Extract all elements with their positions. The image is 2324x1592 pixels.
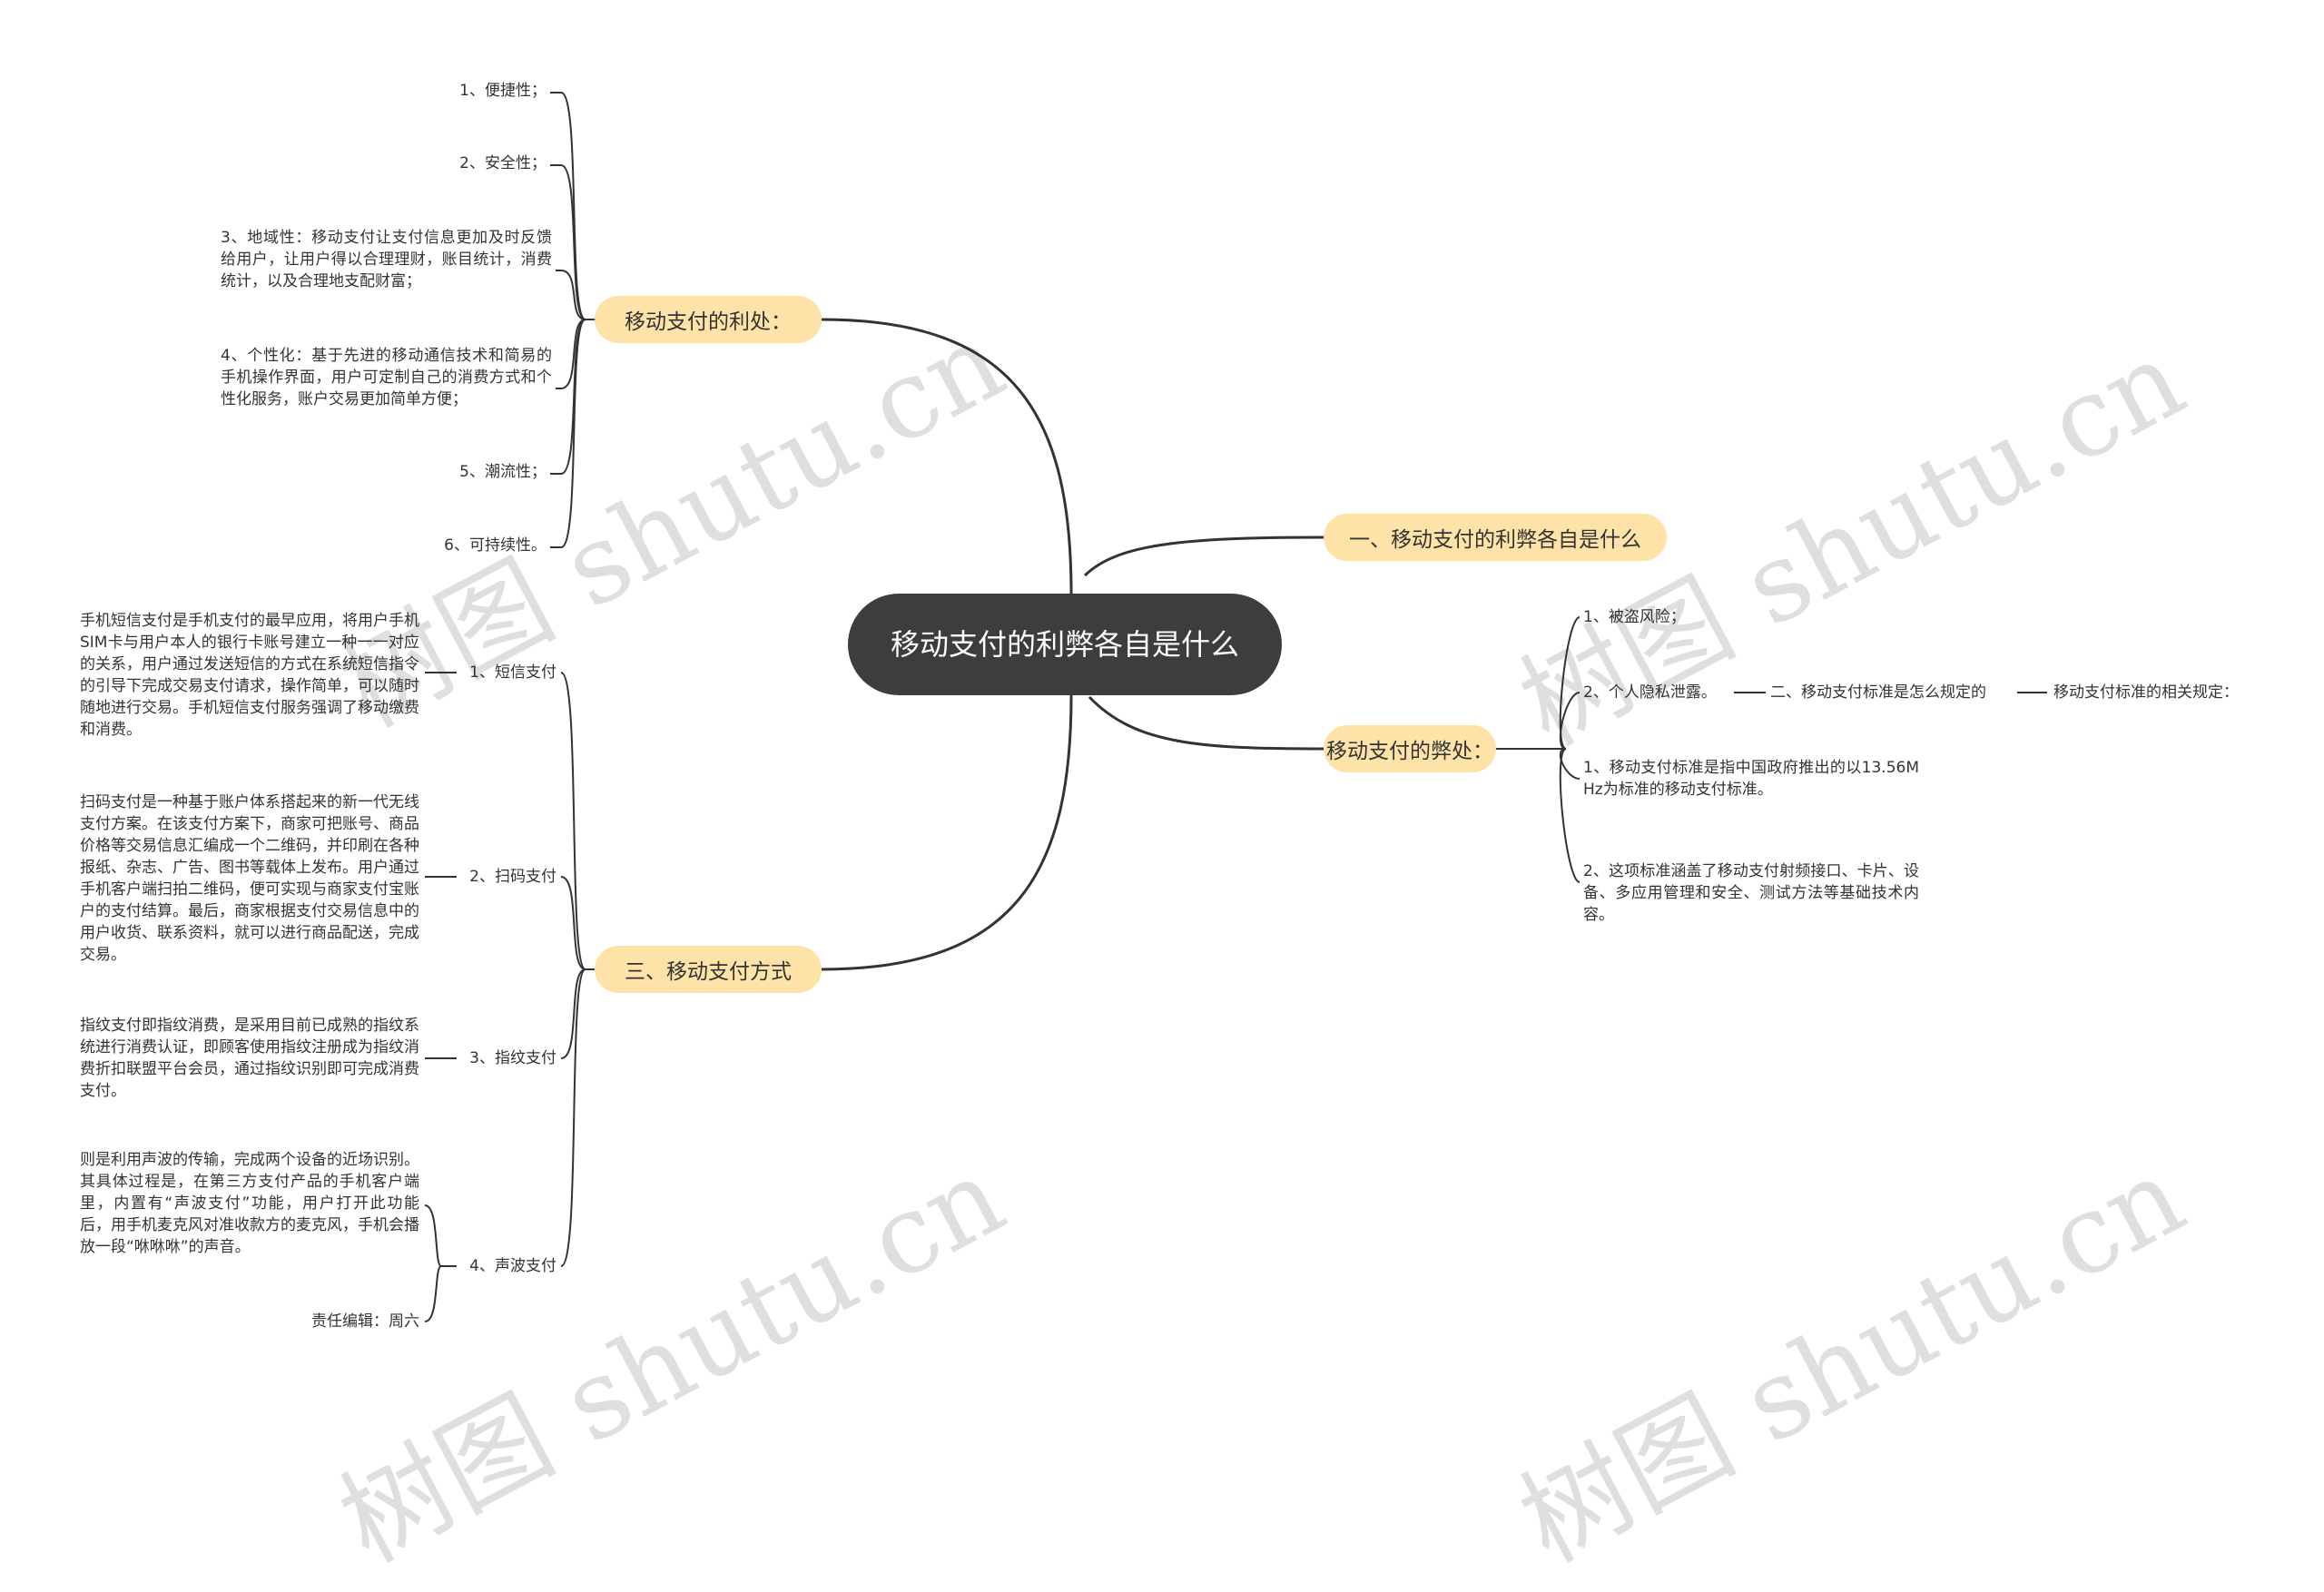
method-sms-label: 1、短信支付 [469,663,556,682]
standard-point: 2、这项标准涵盖了移动支付射频接口、卡片、设备、多应用管理和安全、测试方法等基础… [1583,862,1919,924]
advantage-item: 5、潮流性； [459,463,547,481]
advantage-item: 3、地域性：移动支付让支付信息更加及时反馈给用户，让用户得以合理理财，账目统计，… [221,229,552,290]
method-fingerprint-desc: 指纹支付即指纹消费，是采用目前已成熟的指纹系统进行消费认证，即顾客使用指纹注册成… [80,1017,419,1100]
editor-credit: 责任编辑：周六 [311,1312,419,1331]
branch-intro[interactable]: 一、移动支付的利弊各自是什么 [1324,514,1667,561]
branch-advantages[interactable]: 移动支付的利处： [595,296,822,343]
method-sound-label: 4、声波支付 [469,1257,556,1275]
branch-methods[interactable]: 三、移动支付方式 [595,946,822,993]
mindmap-canvas: 树图 shutu.cn 树图 shutu.cn 树图 shutu.cn 树图 s… [80,82,2239,1587]
advantage-item: 2、安全性； [459,154,547,172]
standard-sub: 移动支付标准的相关规定： [2053,683,2239,702]
connector-lines [424,92,2047,1322]
advantage-item: 4、个性化：基于先进的移动通信技术和简易的手机操作界面，用户可定制自己的消费方式… [221,347,552,408]
method-qr-label: 2、扫码支付 [469,868,556,886]
root-topic[interactable]: 移动支付的利弊各自是什么 [848,594,1282,695]
method-sound-desc: 则是利用声波的传输，完成两个设备的近场识别。其具体过程是，在第三方支付产品的手机… [80,1151,419,1256]
advantage-item: 1、便捷性； [459,82,547,100]
advantage-item: 6、可持续性。 [444,536,547,555]
method-qr-desc: 扫码支付是一种基于账户体系搭起来的新一代无线支付方案。在该支付方案下，商家可把账… [80,793,419,964]
standard-point: 1、移动支付标准是指中国政府推出的以13.56MHz为标准的移动支付标准。 [1583,759,1919,799]
method-fingerprint-label: 3、指纹支付 [469,1049,556,1067]
standard-topic: 二、移动支付标准是怎么规定的 [1770,683,1986,702]
branch-disadvantages[interactable]: 移动支付的弊处： [1324,725,1496,772]
disadvantage-item: 1、被盗风险； [1583,608,1686,626]
disadvantage-item: 2、个人隐私泄露。 [1583,683,1717,702]
method-sms-desc: 手机短信支付是手机支付的最早应用，将用户手机SIM卡与用户本人的银行卡账号建立一… [80,612,419,739]
